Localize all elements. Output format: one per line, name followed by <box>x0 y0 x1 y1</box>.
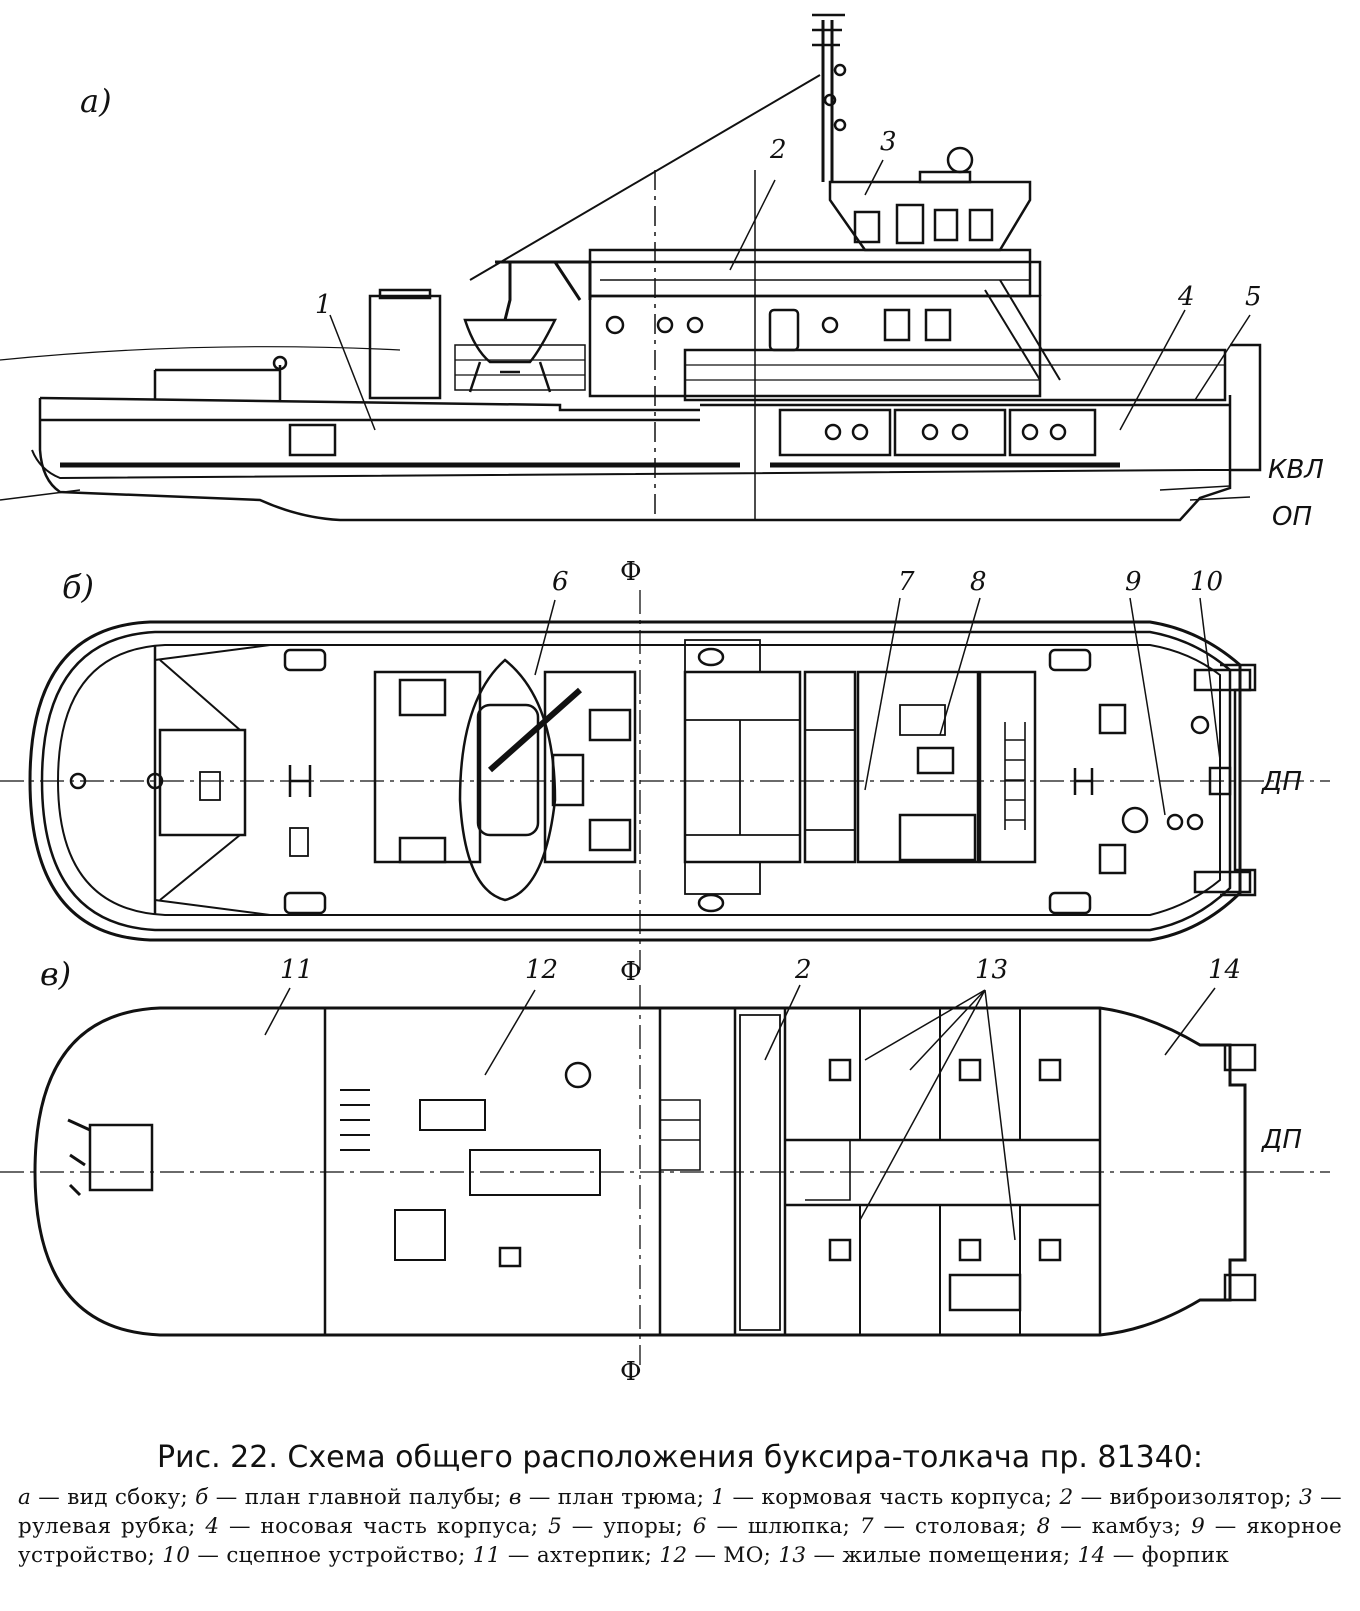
midship-symbol-mid: Ф <box>620 957 642 987</box>
legend-entry: 13 — жилые помещения; <box>778 1543 1071 1568</box>
legend-text: ахтерпик; <box>536 1543 653 1568</box>
legend-entry: 11 — ахтерпик; <box>472 1543 653 1568</box>
legend-key: 3 <box>1299 1485 1314 1510</box>
ship-arrangement-drawing: а) <box>0 13 1330 1387</box>
callout-13: 13 <box>975 955 1008 985</box>
midship-symbol-top: Ф <box>620 557 642 587</box>
legend-entry: 3 — рулевая рубка; <box>18 1485 1342 1539</box>
midship-symbol-bottom: Ф <box>620 1357 642 1387</box>
legend-key: 12 <box>659 1543 688 1568</box>
legend-entry: 2 — виброизолятор; <box>1059 1485 1292 1510</box>
legend-entry: б — план главной палубы; <box>195 1485 502 1510</box>
legend-key: 9 <box>1191 1514 1206 1539</box>
legend-key: б <box>195 1485 209 1510</box>
callout-11: 11 <box>280 955 313 985</box>
caption-title: Рис. 22. Схема общего расположения букси… <box>157 1440 1203 1475</box>
legend-key: в <box>508 1485 522 1510</box>
callout-9: 9 <box>1125 567 1142 597</box>
legend-entry: 8 — камбуз; <box>1036 1514 1182 1539</box>
legend-key: 6 <box>692 1514 707 1539</box>
legend-text: план главной палубы; <box>244 1485 502 1510</box>
legend-text: жилые помещения; <box>842 1543 1071 1568</box>
callout-5: 5 <box>1245 282 1262 312</box>
callout-4: 4 <box>1177 282 1195 312</box>
legend-text: кормовая часть корпуса; <box>761 1485 1053 1510</box>
legend-entry: 1 — кормовая часть корпуса; <box>711 1485 1053 1510</box>
legend-text: вид сбоку; <box>67 1485 188 1510</box>
legend-entry: 9 — якорное устройство; <box>18 1514 1342 1568</box>
legend-entry: 5 — упоры; <box>548 1514 684 1539</box>
legend-text: виброизолятор; <box>1109 1485 1292 1510</box>
legend-text: камбуз; <box>1091 1514 1182 1539</box>
legend-text: сцепное устройство; <box>226 1543 466 1568</box>
baseline-mark: ОП <box>1272 502 1312 532</box>
legend-key: 8 <box>1036 1514 1051 1539</box>
main-deck-plan: б) Ф <box>0 557 1330 970</box>
legend-key: 13 <box>778 1543 807 1568</box>
legend-text: рулевая рубка; <box>18 1514 196 1539</box>
legend-entry: 10 — сцепное устройство; <box>162 1543 466 1568</box>
legend-key: а <box>18 1485 32 1510</box>
legend-text: носовая часть корпуса; <box>260 1514 539 1539</box>
legend-entry: 12 — МО; <box>659 1543 772 1568</box>
callout-2-hold: 2 <box>794 955 812 985</box>
view-label-a: а) <box>80 82 112 120</box>
callout-6: 6 <box>552 567 569 597</box>
legend-text: шлюпка; <box>747 1514 851 1539</box>
legend-key: 1 <box>711 1485 726 1510</box>
view-label-c: в) <box>40 955 71 993</box>
view-label-b: б) <box>62 568 94 606</box>
legend-text: упоры; <box>603 1514 684 1539</box>
side-view: а) <box>0 13 1324 532</box>
legend-key: 2 <box>1059 1485 1074 1510</box>
legend-text: план трюма; <box>557 1485 705 1510</box>
centerplane-mark-b: ДП <box>1261 767 1302 797</box>
legend-entry: 6 — шлюпка; <box>692 1514 851 1539</box>
callout-12: 12 <box>525 955 558 985</box>
waterline-mark: КВЛ <box>1268 455 1324 485</box>
legend-key: 5 <box>548 1514 563 1539</box>
legend-entry: в — план трюма; <box>508 1485 705 1510</box>
legend-text: форпик <box>1141 1543 1230 1568</box>
callout-7: 7 <box>898 567 915 597</box>
legend-key: 11 <box>472 1543 501 1568</box>
legend-key: 10 <box>162 1543 191 1568</box>
callout-8: 8 <box>970 567 987 597</box>
legend-text: столовая; <box>915 1514 1027 1539</box>
callout-10: 10 <box>1190 567 1223 597</box>
callout-1: 1 <box>315 290 332 320</box>
legend-text: якорное устройство; <box>18 1514 1342 1568</box>
legend-entry: 14 — форпик <box>1077 1543 1230 1568</box>
callout-3: 3 <box>880 127 897 157</box>
legend-entry: 4 — носовая часть корпуса; <box>205 1514 539 1539</box>
legend-key: 14 <box>1077 1543 1106 1568</box>
figure-caption: Рис. 22. Схема общего расположения букси… <box>18 1440 1342 1570</box>
legend-key: 4 <box>205 1514 220 1539</box>
legend-entry: 7 — столовая; <box>859 1514 1027 1539</box>
callout-2: 2 <box>769 135 787 165</box>
caption-legend: а — вид сбоку; б — план главной палубы; … <box>18 1483 1342 1570</box>
legend-key: 7 <box>859 1514 874 1539</box>
legend-entry: а — вид сбоку; <box>18 1485 188 1510</box>
legend-text: МО; <box>723 1543 772 1568</box>
callout-14: 14 <box>1208 955 1241 985</box>
centerplane-mark-c: ДП <box>1261 1125 1302 1155</box>
hold-plan: в) Ф Ф 11 12 <box>0 955 1330 1387</box>
